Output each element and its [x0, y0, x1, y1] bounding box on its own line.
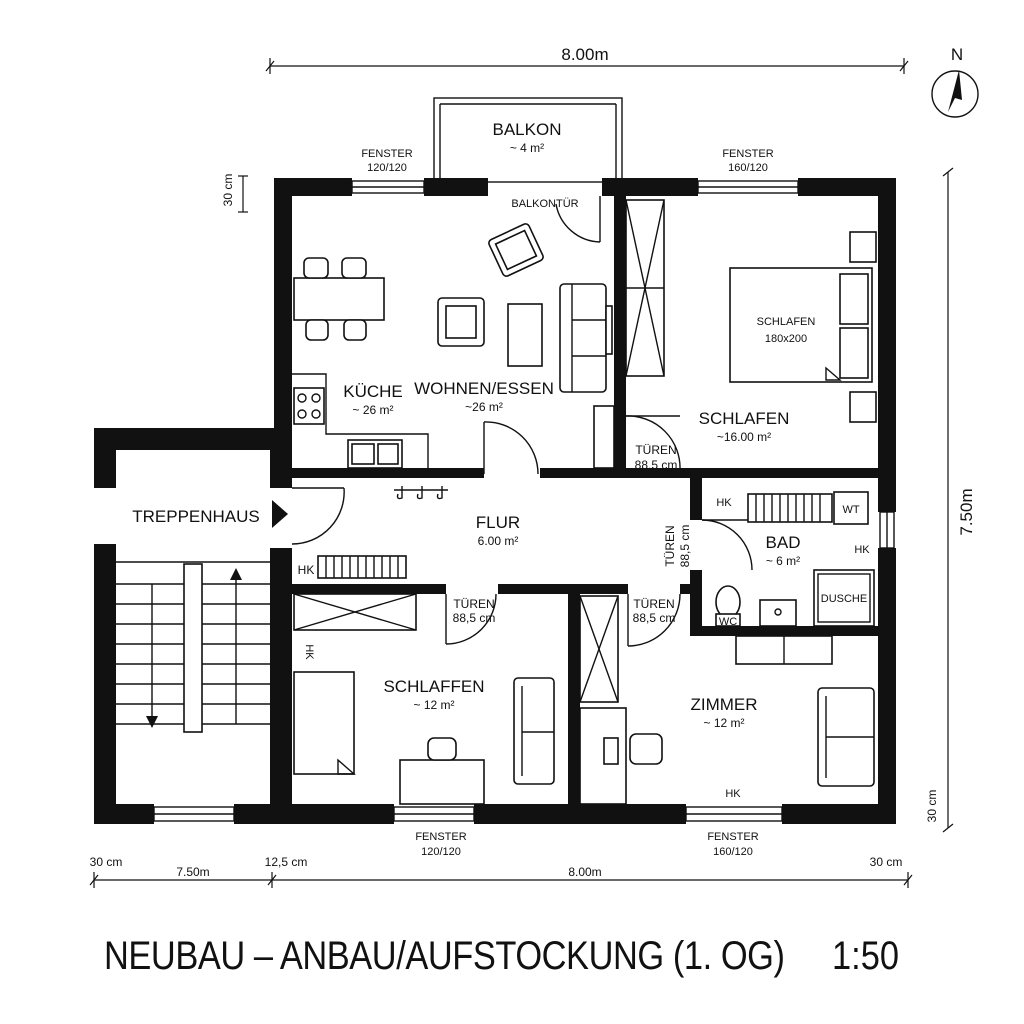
- bedroom-2: HK SCHLAFFEN ~ 12 m²: [293, 593, 555, 805]
- north-label: N: [951, 45, 963, 64]
- hk-zimmer: HK: [725, 788, 741, 800]
- door-3-size: 88,5 cm: [453, 611, 496, 625]
- window-bottom-right-size: 160/120: [713, 846, 753, 858]
- balcony-door-label: BALKONTÜR: [511, 198, 578, 210]
- hk-schlaffen: HK: [303, 644, 315, 660]
- windows: [153, 180, 895, 822]
- room-schlaffen-name: SCHLAFFEN: [383, 677, 484, 696]
- dim-left-wall: 30 cm: [221, 174, 235, 207]
- room-kueche-name: KÜCHE: [343, 382, 403, 401]
- north-arrow: N: [931, 45, 979, 118]
- room-balkon-area: ~ 4 m²: [510, 141, 544, 155]
- bedroom-1: SCHLAFEN 180x200 SCHLAFEN ~16.00 m²: [625, 199, 877, 444]
- door-2-size: 88,5 cm: [678, 525, 692, 568]
- room-schlaffen-area: ~ 12 m²: [413, 698, 454, 712]
- room-balkon-name: BALKON: [493, 120, 562, 139]
- window-top-right-size: 160/120: [728, 162, 768, 174]
- living-room: WOHNEN/ESSEN ~26 m²: [414, 223, 615, 469]
- door-2-name: TÜREN: [663, 525, 677, 566]
- dimension-left-wall: 30 cm: [221, 174, 248, 213]
- door-1-size: 88,5 cm: [635, 458, 678, 472]
- dim-bottom-gap: 12,5 cm: [265, 855, 308, 869]
- door-4-name: TÜREN: [633, 597, 674, 611]
- bed-size: 180x200: [765, 333, 807, 345]
- window-top-left-name: FENSTER: [361, 148, 412, 160]
- balcony: BALKON ~ 4 m²: [433, 97, 623, 183]
- plan-title: NEUBAU – ANBAU/AUFSTOCKUNG (1. OG): [104, 934, 785, 978]
- room-schlafen-name: SCHLAFEN: [699, 409, 790, 428]
- wc-label: WC: [719, 616, 737, 628]
- dusche-label: DUSCHE: [821, 593, 867, 605]
- room-bad-name: BAD: [766, 533, 801, 552]
- kitchen: KÜCHE ~ 26 m²: [292, 257, 429, 469]
- door-labels: TÜREN 88,5 cm TÜREN 88,5 cm TÜREN 88,5 c…: [453, 443, 692, 625]
- dim-right-wall: 30 cm: [925, 790, 939, 823]
- room-treppenhaus-name: TREPPENHAUS: [132, 507, 260, 526]
- door-1-name: TÜREN: [635, 443, 676, 457]
- room-zimmer-name: ZIMMER: [690, 695, 757, 714]
- window-bottom-left-name: FENSTER: [415, 831, 466, 843]
- dim-bottom-left-wall: 30 cm: [90, 855, 123, 869]
- window-top-right-name: FENSTER: [722, 148, 773, 160]
- dimension-bottom: 30 cm 7.50m 12,5 cm 8.00m 30 cm: [89, 855, 913, 888]
- room-kueche-area: ~ 26 m²: [352, 403, 393, 417]
- room-flur-name: FLUR: [476, 513, 520, 532]
- hk-bad-2: HK: [854, 544, 870, 556]
- hallway: HK FLUR 6.00 m²: [298, 486, 520, 579]
- window-bottom-right-name: FENSTER: [707, 831, 758, 843]
- room-zimmer: HK ZIMMER ~ 12 m²: [579, 595, 875, 805]
- room-bad-area: ~ 6 m²: [766, 554, 800, 568]
- staircase: TREPPENHAUS: [116, 507, 270, 733]
- dimension-right: 7.50m 30 cm: [925, 167, 976, 833]
- window-labels: FENSTER 120/120 FENSTER 160/120 FENSTER …: [361, 148, 773, 858]
- room-wohnen-area: ~26 m²: [465, 400, 503, 414]
- room-zimmer-area: ~ 12 m²: [703, 716, 744, 730]
- bathroom: WT HK HK WC DUSCHE BAD ~ 6 m²: [715, 491, 875, 628]
- dim-bottom-width: 8.00m: [568, 865, 601, 879]
- wt-label: WT: [842, 504, 859, 516]
- dim-bottom-right-wall: 30 cm: [870, 855, 903, 869]
- room-wohnen-name: WOHNEN/ESSEN: [414, 379, 554, 398]
- room-flur-area: 6.00 m²: [478, 534, 519, 548]
- door-4-size: 88,5 cm: [633, 611, 676, 625]
- hk-flur: HK: [298, 563, 315, 577]
- room-schlafen-area: ~16.00 m²: [717, 430, 771, 444]
- bed-label: SCHLAFEN: [757, 316, 816, 328]
- dim-top-width: 8.00m: [561, 45, 608, 64]
- dimension-top: 8.00m: [265, 45, 909, 74]
- window-bottom-left-size: 120/120: [421, 846, 461, 858]
- window-top-left-size: 120/120: [367, 162, 407, 174]
- hk-bad-1: HK: [716, 497, 732, 509]
- plan-scale: 1:50: [832, 934, 899, 978]
- walls: [94, 178, 896, 824]
- door-3-name: TÜREN: [453, 597, 494, 611]
- dim-bottom-stair: 7.50m: [176, 865, 209, 879]
- doors: BALKONTÜR: [272, 196, 753, 647]
- dim-right-height: 7.50m: [957, 488, 976, 535]
